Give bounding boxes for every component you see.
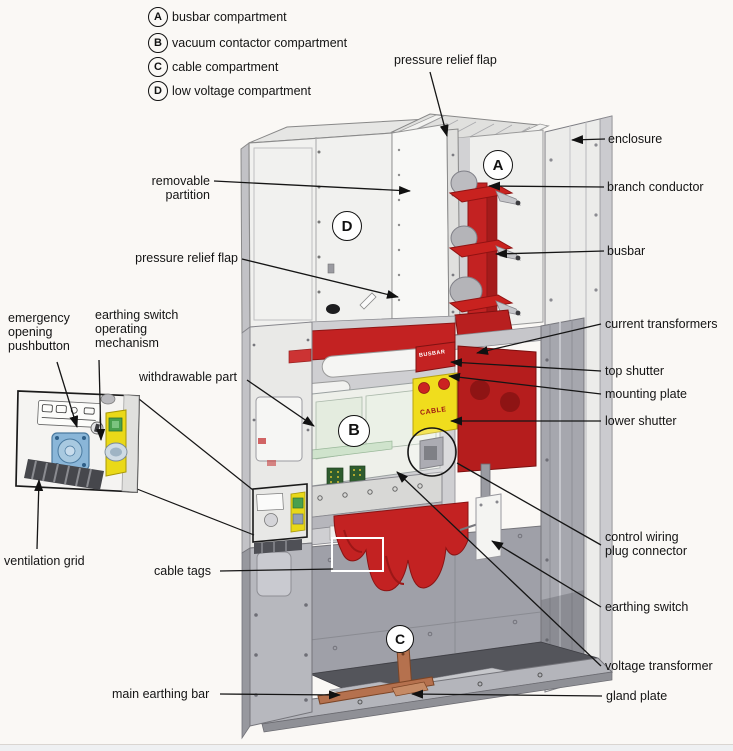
- callout-gland-plate: gland plate: [606, 689, 668, 703]
- front-left-column-bottom: [241, 542, 313, 740]
- callout-mounting-plate: mounting plate: [605, 387, 688, 401]
- callout-enclosure: enclosure: [608, 132, 663, 146]
- callout-withdrawable-part: withdrawable part: [139, 370, 237, 384]
- detail-inset: [15, 390, 255, 536]
- inner-right-wall: [540, 317, 585, 687]
- callout-pressure-relief-flap-top: pressure relief flap: [394, 53, 497, 67]
- callout-voltage-transformer: voltage transformer: [605, 659, 713, 673]
- contactor-compartment: [304, 315, 537, 546]
- legend-circle-c: C: [148, 57, 168, 77]
- callout-busbar: busbar: [607, 244, 646, 258]
- ventilation-grid-graphic: [24, 459, 104, 490]
- callout-cable-tags: cable tags: [154, 564, 211, 578]
- removable-partition-panel: [391, 123, 450, 337]
- legend-label-cable-compartment: cable compartment: [172, 60, 279, 74]
- callout-emergency-opening-pushbutton: emergency opening pushbutton: [8, 311, 70, 353]
- operating-panel-detail-region: [252, 483, 308, 554]
- cable-tags-region: [331, 537, 384, 572]
- legend-circle-a: A: [148, 7, 168, 27]
- callout-control-wiring-plug-connector: control wiring plug connector: [605, 530, 688, 558]
- legend-circle-b: B: [148, 33, 168, 53]
- callout-main-earthing-bar: main earthing bar: [112, 687, 210, 701]
- compartment-marker-b: B: [338, 415, 370, 447]
- compartment-marker-d: D: [332, 211, 362, 241]
- callout-lower-shutter: lower shutter: [605, 414, 677, 428]
- lower-shutter-plate: [412, 372, 458, 437]
- low-voltage-compartment-box: [240, 132, 393, 334]
- control-wiring-plug-connector: [407, 427, 457, 477]
- callout-current-transformers: current transformers: [605, 317, 718, 331]
- legend-circle-d: D: [148, 81, 168, 101]
- earthing-switch-mechanism: [104, 409, 128, 477]
- keylock-flange: [51, 432, 90, 471]
- callout-removable-partition: removable partition: [151, 174, 210, 202]
- cable-boots: [333, 501, 469, 592]
- compartment-marker-a: A: [483, 150, 513, 180]
- busbar-assembly: [448, 170, 546, 351]
- compartment-marker-c: C: [386, 625, 414, 653]
- legend-label-vacuum-contactor-compartment: vacuum contactor compartment: [172, 36, 348, 50]
- legend-label-low-voltage-compartment: low voltage compartment: [172, 84, 311, 98]
- callout-ventilation-grid: ventilation grid: [4, 554, 85, 568]
- callout-branch-conductor: branch conductor: [607, 180, 704, 194]
- mimic-label-plate: [37, 400, 101, 428]
- bottom-divider: [0, 744, 733, 751]
- main-earthing-bar: [317, 646, 435, 705]
- leader-lines: [34, 71, 606, 700]
- callout-earthing-switch-operating-mechanism: earthing switch operating mechanism: [95, 308, 179, 350]
- legend-label-busbar-compartment: busbar compartment: [172, 10, 287, 24]
- callout-pressure-relief-flap-left: pressure relief flap: [135, 251, 238, 265]
- callout-top-shutter: top shutter: [605, 364, 665, 378]
- callout-earthing-switch: earthing switch: [605, 600, 689, 614]
